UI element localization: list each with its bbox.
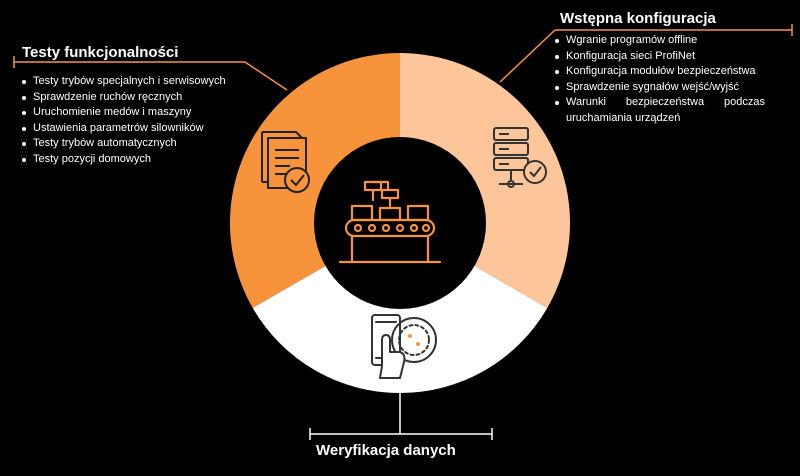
list-item: Konfiguracja modułów bezpieczeństwa bbox=[553, 64, 765, 80]
title-functional-tests: Testy funkcjonalności bbox=[22, 44, 179, 61]
connector-data-verification bbox=[309, 393, 493, 440]
list-item: Testy pozycji domowych bbox=[20, 152, 285, 168]
list-initial-configuration: Wgranie programów offline Konfiguracja s… bbox=[553, 33, 765, 126]
list-functional-tests: Testy trybów specjalnych i serwisowych S… bbox=[20, 74, 285, 167]
list-item: Testy trybów automatycznych bbox=[20, 136, 285, 152]
conveyor-robot-icon bbox=[338, 180, 442, 264]
center-circle bbox=[314, 137, 486, 309]
list-item: Sprawdzenie ruchów ręcznych bbox=[20, 90, 285, 106]
list-item: Konfiguracja sieci ProfiNet bbox=[553, 49, 765, 65]
server-check-icon bbox=[493, 127, 547, 188]
list-item: Wgranie programów offline bbox=[553, 33, 765, 49]
connector-initial-configuration bbox=[499, 24, 793, 83]
connector-functional-tests bbox=[13, 56, 288, 91]
title-data-verification: Weryfikacja danych bbox=[316, 442, 456, 459]
title-initial-configuration: Wstępna konfiguracja bbox=[560, 10, 716, 27]
list-item: Ustawienia parametrów silowników bbox=[20, 121, 285, 137]
list-item: Uruchomienie medów i maszyny bbox=[20, 105, 285, 121]
list-item: Warunki bezpieczeństwa podczas uruchamia… bbox=[553, 95, 765, 126]
list-item: Sprawdzenie sygnałów wejść/wyjść bbox=[553, 80, 765, 96]
list-item: Testy trybów specjalnych i serwisowych bbox=[20, 74, 285, 90]
touchscreen-hand-icon bbox=[371, 314, 437, 379]
document-check-icon bbox=[261, 131, 310, 193]
